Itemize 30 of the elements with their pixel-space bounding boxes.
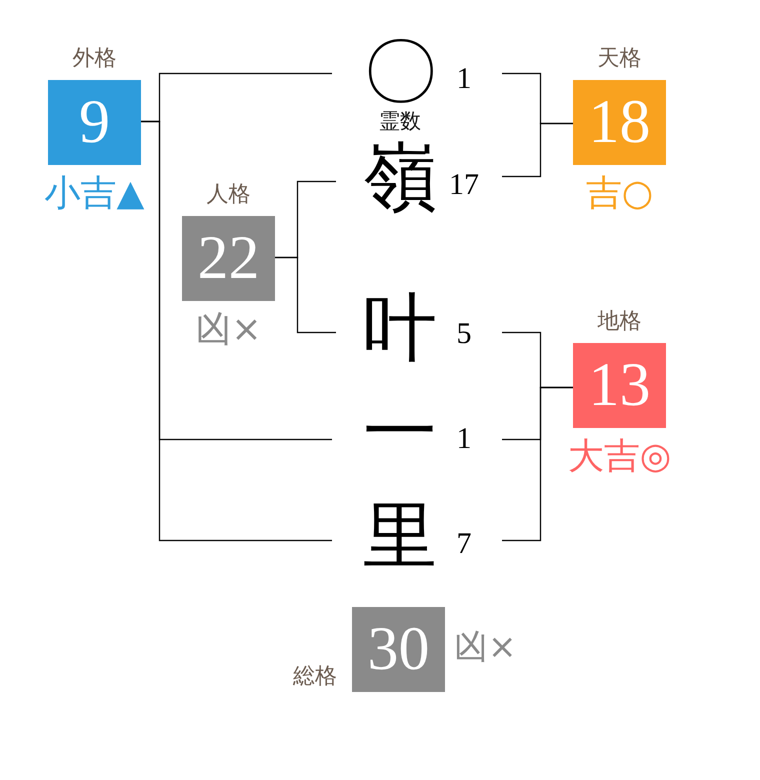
name-character: 嶺 <box>363 140 437 214</box>
score-box: 18 <box>573 80 666 165</box>
connector-line <box>502 122 573 178</box>
heading-label: 人格 <box>206 184 250 206</box>
score-box: 13 <box>573 343 666 428</box>
fortune-label: 凶× <box>195 312 262 348</box>
fortune-label: 吉○ <box>586 176 654 212</box>
score-box: 30 <box>352 607 445 692</box>
name-character: 叶 <box>363 291 437 365</box>
connector-line <box>141 120 332 542</box>
name-character: 里 <box>363 499 437 573</box>
stroke-count: 1 <box>456 424 472 454</box>
heading-label: 天格 <box>598 48 642 70</box>
name-character: 〇 <box>363 35 437 109</box>
heading-label: 地格 <box>598 311 642 333</box>
caption-label: 霊数 <box>379 110 421 132</box>
name-character: 一 <box>363 395 437 469</box>
stroke-count: 1 <box>456 64 472 94</box>
fortune-label: 凶× <box>454 630 516 664</box>
connector-line <box>502 386 573 542</box>
fortune-label: 小吉▲ <box>44 176 144 212</box>
heading-label: 外格 <box>72 48 116 70</box>
heading-label: 総格 <box>293 666 337 688</box>
fortune-label: 大吉◎ <box>568 439 672 475</box>
stroke-count: 17 <box>449 170 479 200</box>
stroke-count: 5 <box>456 319 472 349</box>
connector-line <box>275 256 336 334</box>
score-box: 22 <box>182 216 275 301</box>
score-box: 9 <box>48 80 141 165</box>
stroke-count: 7 <box>456 529 472 559</box>
